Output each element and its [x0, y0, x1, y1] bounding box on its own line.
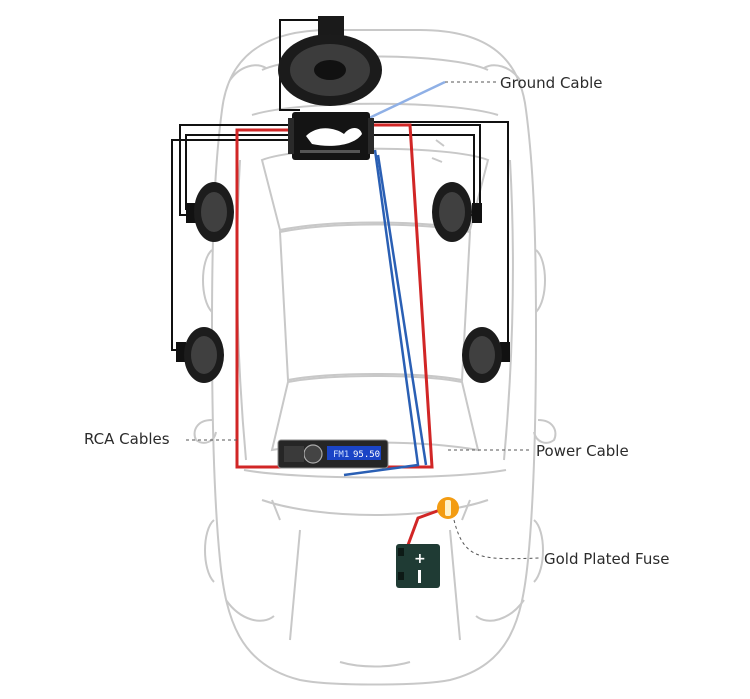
car-outline: [193, 29, 557, 686]
rear-subwoofer: [278, 16, 382, 106]
battery-positive: +: [414, 551, 426, 567]
speaker-left-front: [176, 327, 224, 383]
callout-lines: [186, 81, 541, 560]
ground-cable-label: Ground Cable: [500, 74, 603, 92]
speaker-right-rear: [432, 182, 482, 242]
ground-wire: [364, 80, 446, 122]
speaker-left-rear: [186, 182, 234, 242]
head-unit-frequency: 95.50: [353, 450, 380, 460]
power-cable-label: Power Cable: [536, 442, 629, 460]
gold-plated-fuse-label: Gold Plated Fuse: [544, 550, 669, 568]
amplifier: [288, 112, 374, 160]
fuse-icon: [437, 497, 459, 519]
rca-cables-label: RCA Cables: [84, 430, 170, 448]
speaker-right-front: [462, 327, 510, 383]
head-unit-band: FM1: [333, 450, 349, 460]
power-wire: [235, 123, 441, 546]
battery-icon: +: [396, 544, 440, 588]
head-unit: FM1 95.50: [277, 439, 389, 469]
rca-wire: [343, 149, 428, 477]
